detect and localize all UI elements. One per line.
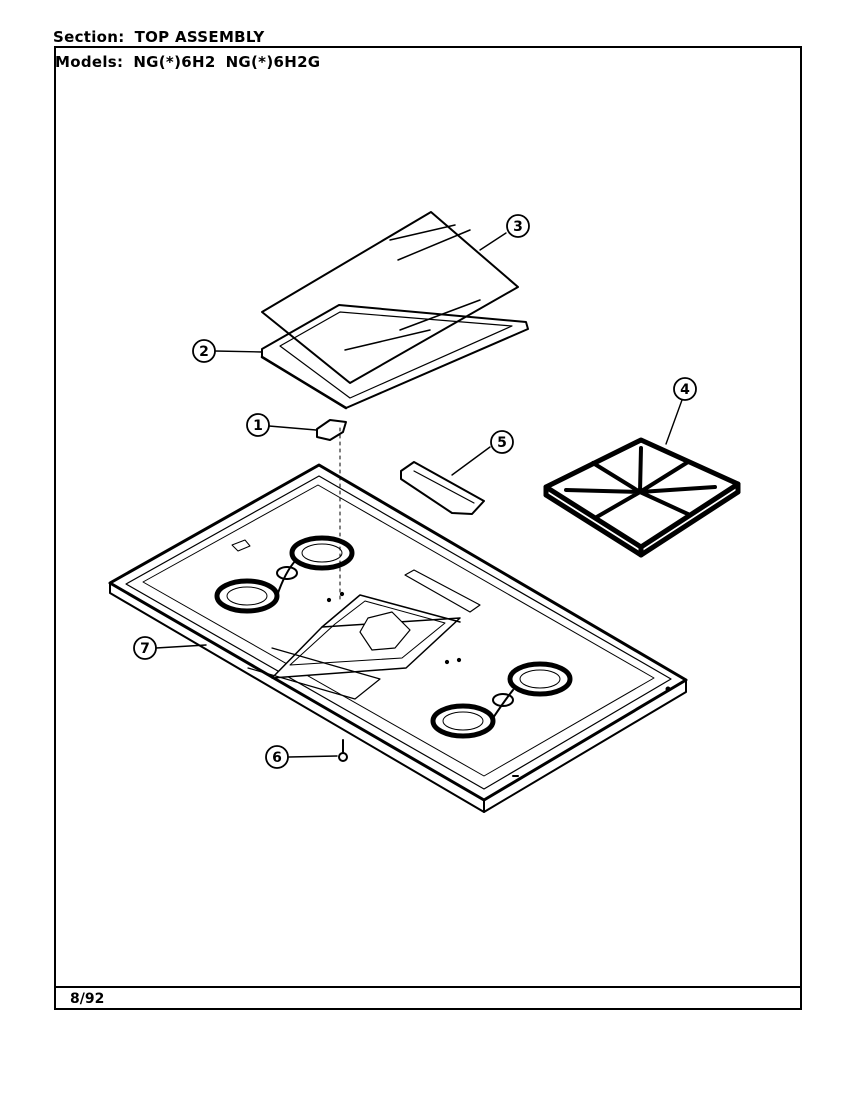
model-number: NG(*)6H2 [133, 53, 216, 71]
callout-label: 4 [680, 382, 690, 398]
top-cover-panel [261, 211, 519, 384]
callout-label: 5 [497, 435, 507, 451]
callout-3: 3 [506, 214, 530, 238]
callout-5: 5 [490, 430, 514, 454]
burner-grate [543, 437, 741, 558]
cooktop-tray [260, 304, 529, 410]
clip-part [316, 419, 347, 601]
models-label: Models: [55, 53, 124, 71]
date-code: 8/92 [70, 991, 105, 1007]
models-heading: Models: NG(*)6H2 NG(*)6H2G [55, 53, 330, 71]
section-label: Section: [53, 28, 125, 46]
callout-7: 7 [133, 636, 157, 660]
callout-label: 6 [272, 750, 282, 766]
footer-divider [54, 986, 802, 988]
leader-lines [155, 232, 683, 758]
trim-channel [400, 461, 485, 515]
callout-label: 1 [253, 418, 263, 434]
callout-2: 2 [192, 339, 216, 363]
callout-label: 7 [140, 641, 150, 657]
cooktop-main-top [108, 463, 688, 813]
callout-label: 3 [513, 219, 523, 235]
callout-4: 4 [673, 377, 697, 401]
model-number: NG(*)6H2G [225, 53, 321, 71]
section-title: TOP ASSEMBLY [134, 28, 265, 46]
callout-1: 1 [246, 413, 270, 437]
screw-part [338, 739, 348, 762]
callout-6: 6 [265, 745, 289, 769]
diagram-frame [54, 46, 802, 1010]
section-heading: Section: TOP ASSEMBLY [53, 28, 265, 46]
callout-label: 2 [199, 344, 209, 360]
